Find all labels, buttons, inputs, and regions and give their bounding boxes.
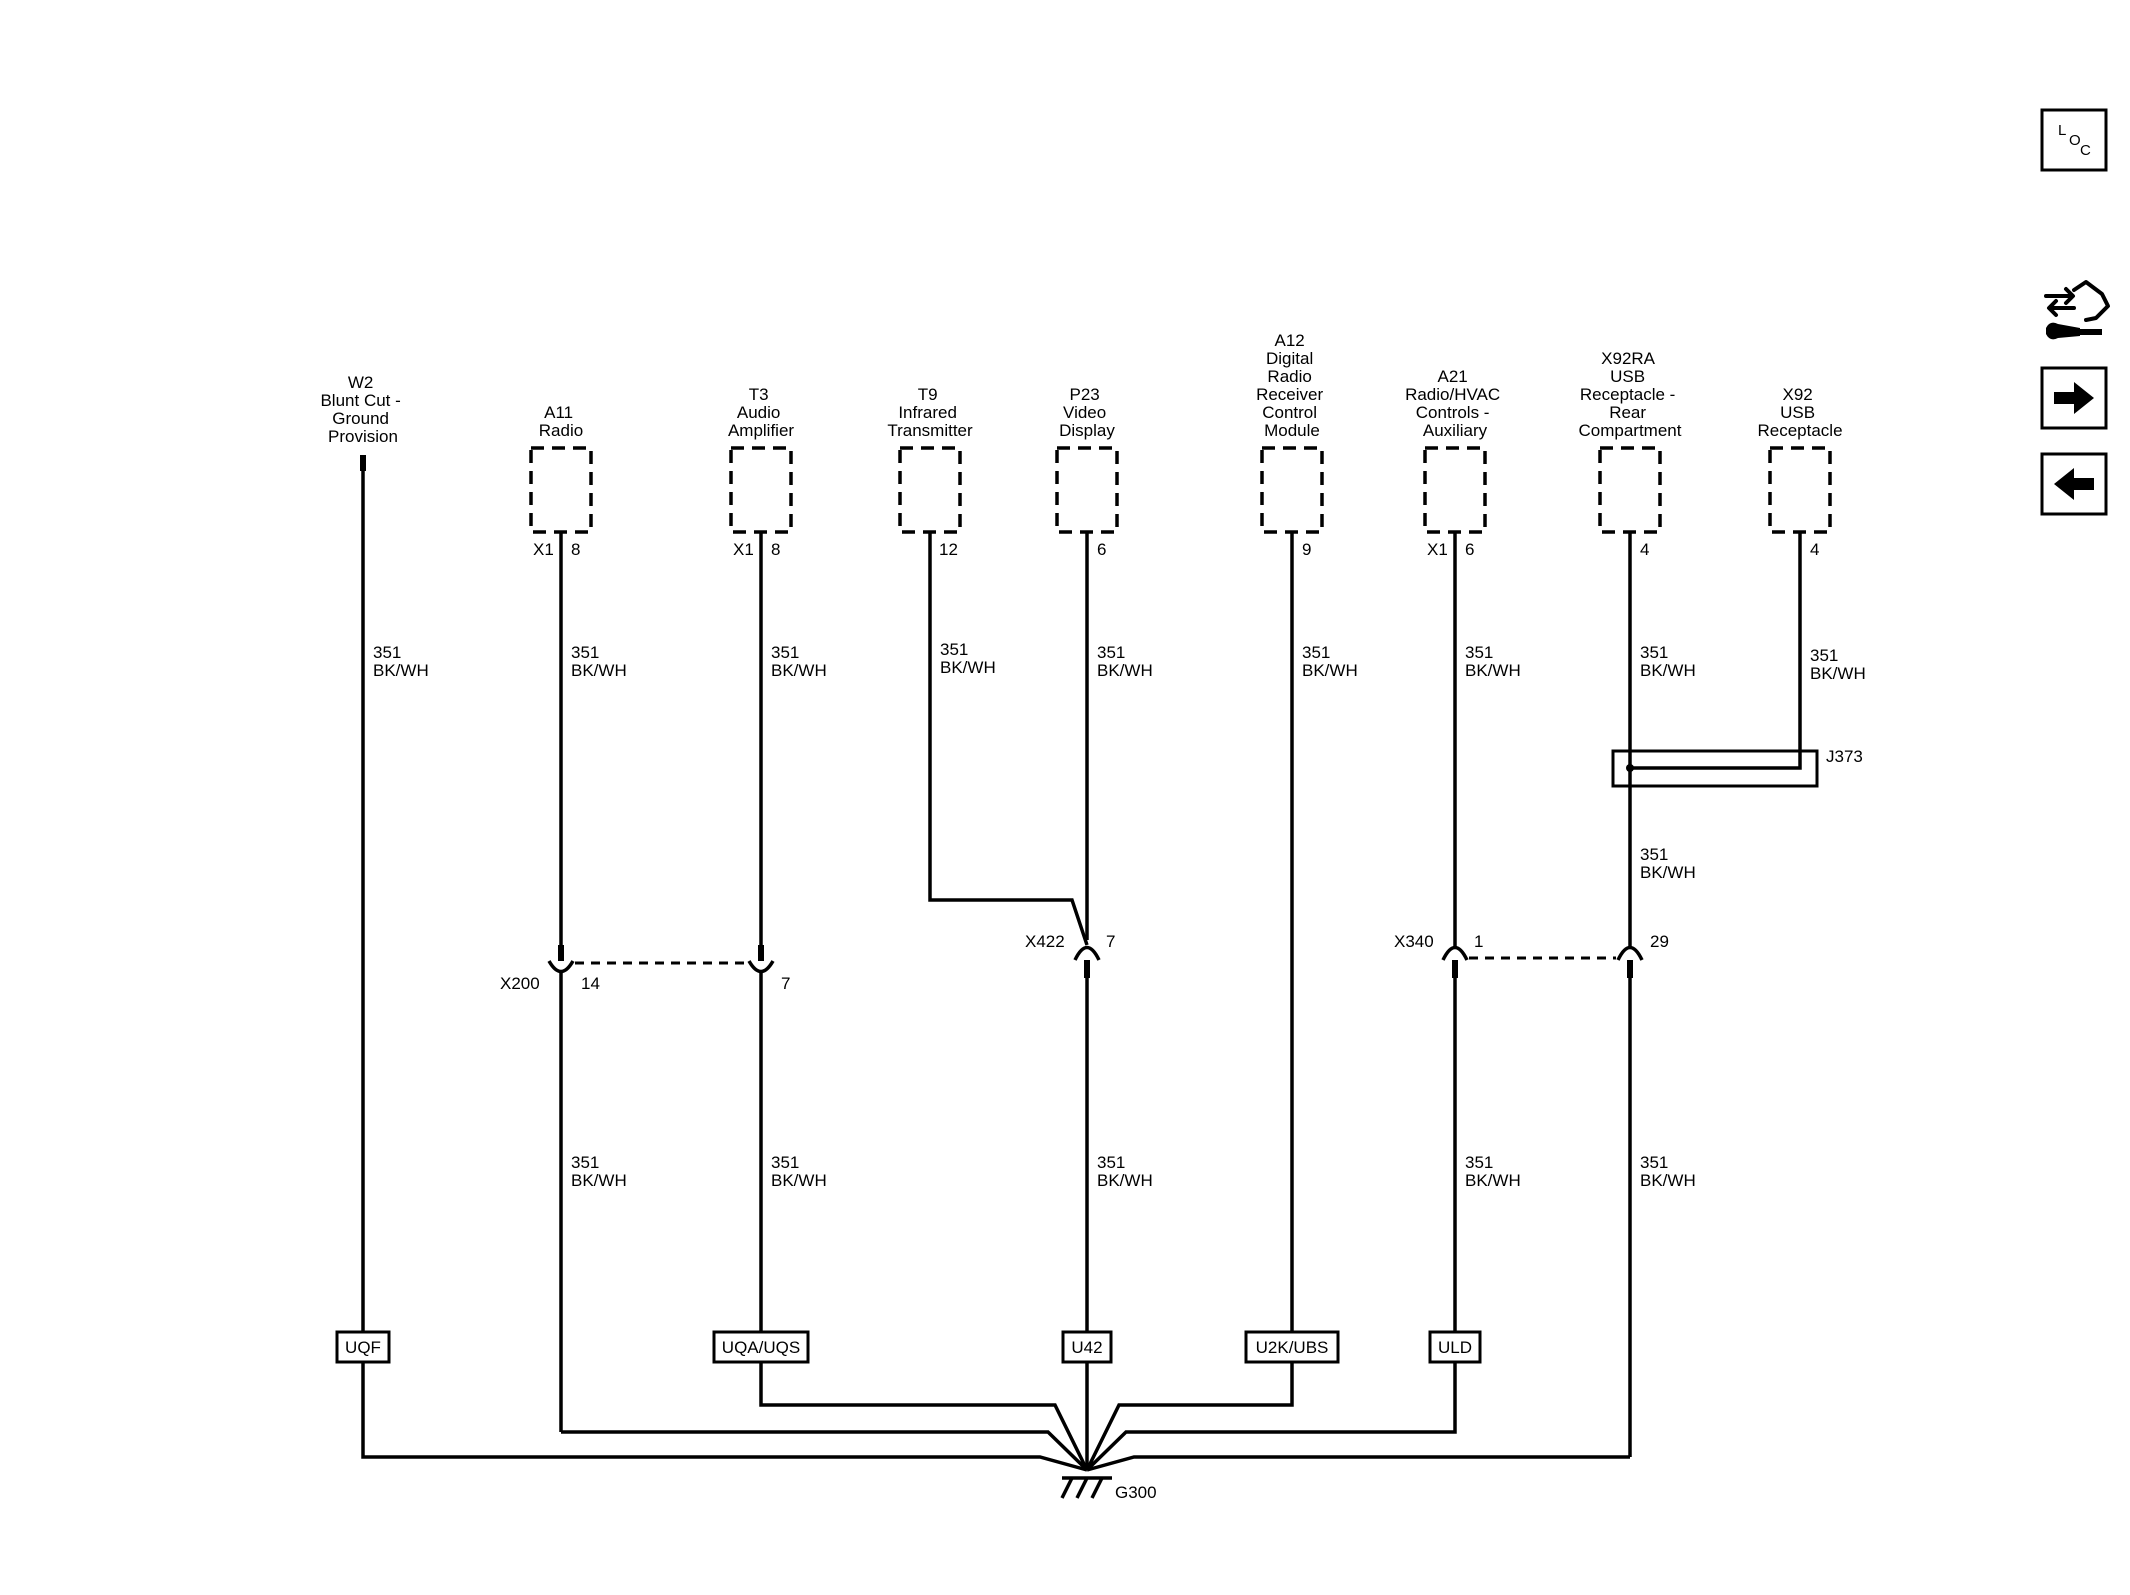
ground-symbol [1060,1476,1112,1499]
connector-socket [747,960,775,974]
connector-label: X1 [533,540,554,559]
component-box-a21 [1423,446,1487,534]
ground-wire-w2 [361,1362,1088,1472]
component-label-x92: X92 USB Receptacle [1757,385,1842,440]
pin-label: 9 [1302,540,1311,559]
component-box-t9 [898,446,962,534]
connector-socket [1441,945,1469,961]
option-box-uqf: UQF [335,1330,391,1364]
component-box-a12 [1260,446,1324,534]
component-label-w2: W2 Blunt Cut - Ground Provision [320,373,405,446]
connector-socket [1073,945,1101,961]
connector-terminal [558,945,564,961]
svg-text:L: L [2058,122,2066,139]
component-label-t9: T9 Infrared Transmitter [887,385,973,440]
svg-text:UQF: UQF [345,1338,381,1357]
pin-label: 7 [781,974,790,993]
connector-terminal [758,945,764,961]
pin-label: 8 [771,540,780,559]
ground-label: G300 [1115,1483,1157,1502]
loc-icon[interactable]: L O C [2040,108,2110,174]
inline-connector-label-x200: X200 [500,974,540,993]
pin-label: 29 [1650,932,1669,951]
connector-label: X1 [733,540,754,559]
ground-wire-t3 [759,1362,1089,1471]
svg-text:C: C [2080,142,2091,159]
connector-socket [1616,945,1644,961]
pin-label: 6 [1465,540,1474,559]
ground-wire-a21 [1085,1362,1457,1472]
connector-terminal [1084,960,1090,978]
pin-label: 1 [1474,932,1483,951]
pin-label: 4 [1810,540,1819,559]
svg-text:O: O [2069,132,2081,149]
component-label-a11: A11 Radio [539,403,583,440]
svg-text:UQA/UQS: UQA/UQS [722,1338,800,1357]
svg-text:ULD: ULD [1438,1338,1472,1357]
pin-label: 14 [581,974,600,993]
arrow-right-icon[interactable] [2040,366,2110,432]
component-label-p23: P23 Video Display [1059,385,1115,440]
wire-t9 [928,532,1089,946]
component-label-x92ra: X92RA USB Receptacle - Rear Compartment [1579,349,1682,440]
inline-connector-label-x340: X340 [1394,932,1434,951]
svg-text:U2K/UBS: U2K/UBS [1256,1338,1329,1357]
ground-wire-x92ra [1086,1455,1630,1472]
component-label-a21: A21 Radio/HVAC Controls - Auxiliary [1405,367,1505,440]
pin-label: 4 [1640,540,1649,559]
option-box-u42: U42 [1061,1330,1113,1364]
connector-tool-icon[interactable] [2040,276,2112,346]
component-box-x92ra [1598,446,1662,534]
wire-x92 [1630,532,1802,770]
ground-wire-a11 [561,1430,1089,1472]
pin-label: 8 [571,540,580,559]
ground-wire-a12 [1085,1362,1294,1471]
connector-label: X1 [1427,540,1448,559]
connector-terminal [1452,960,1458,978]
svg-text:U42: U42 [1071,1338,1102,1357]
splice-label: J373 [1826,747,1863,766]
component-box-x92 [1768,446,1832,534]
splice-box-j373 [1611,749,1819,788]
connector-terminal [1627,960,1633,978]
inline-connector-label-x422: X422 [1025,932,1065,951]
component-label-t3: T3 Audio Amplifier [728,385,794,440]
splice-node [1626,764,1634,772]
pin-label: 6 [1097,540,1106,559]
component-label-a12: A12 Digital Radio Receiver Control Modul… [1256,331,1328,440]
connector-socket [547,960,575,974]
wire-terminal [360,455,366,471]
option-box-uqa-uqs: UQA/UQS [712,1330,810,1364]
pin-label: 12 [939,540,958,559]
option-box-u2k-ubs: U2K/UBS [1244,1330,1340,1364]
arrow-left-icon[interactable] [2040,452,2110,518]
component-box-t3 [729,446,793,534]
component-box-a11 [529,446,593,534]
pin-label: 7 [1106,932,1115,951]
component-box-p23 [1055,446,1119,534]
option-box-uld: ULD [1428,1330,1482,1364]
